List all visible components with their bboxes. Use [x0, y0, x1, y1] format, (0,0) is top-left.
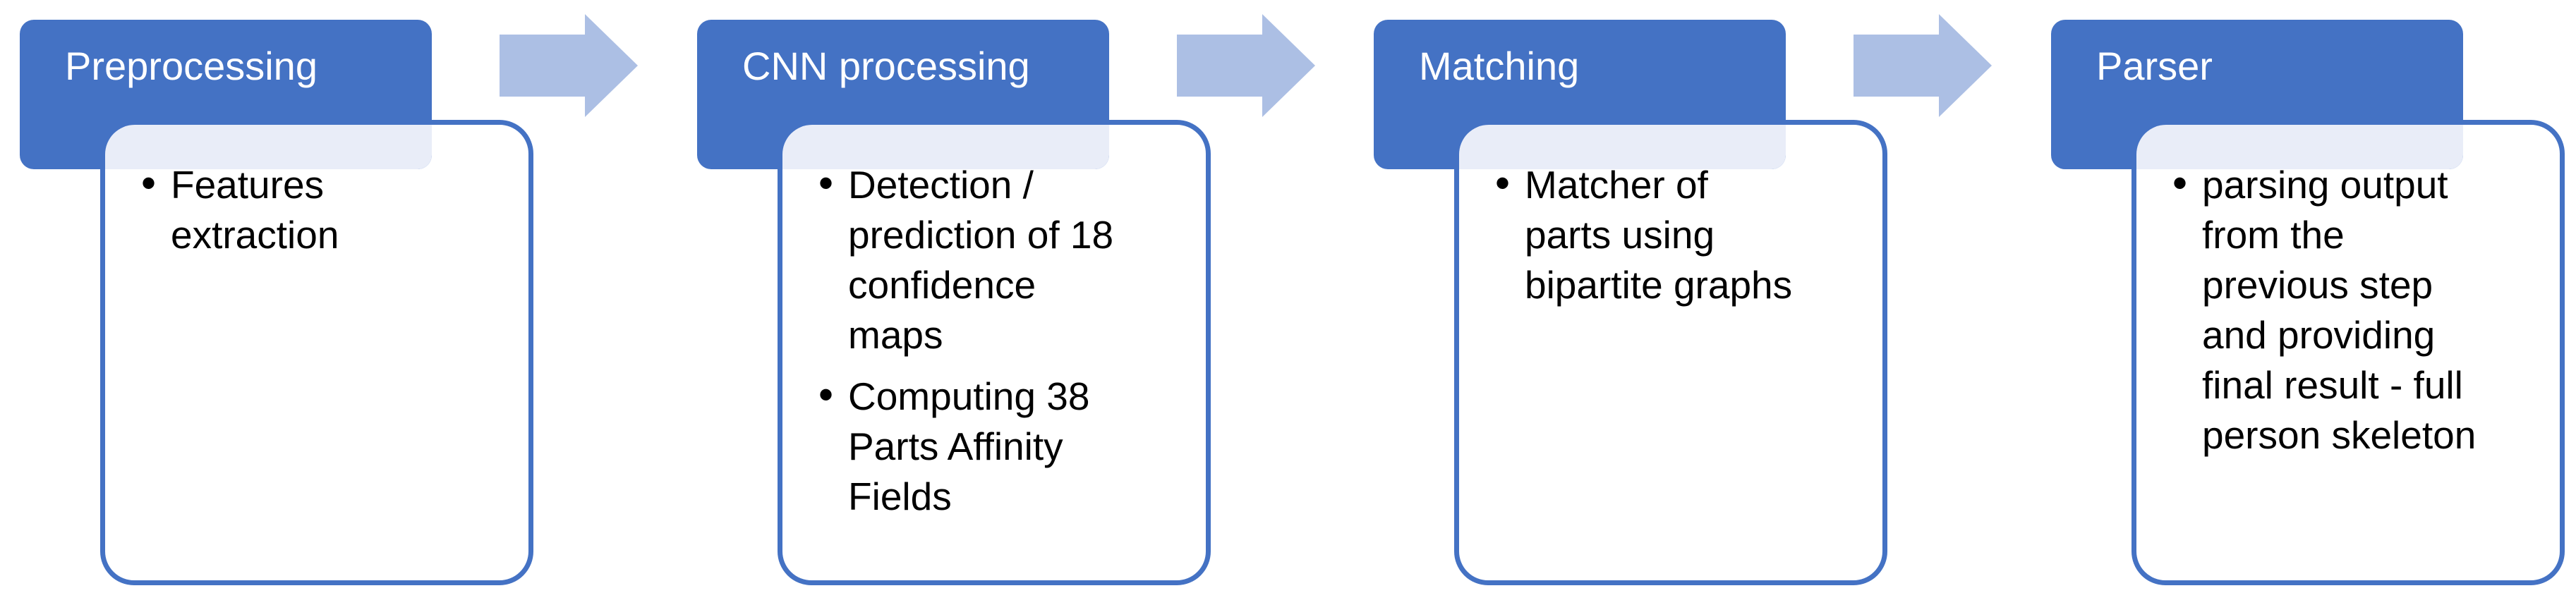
stage-cnn-processing: CNN processing • Detection / prediction o…: [697, 0, 1211, 593]
stage-matching: Matching • Matcher of parts using biparti…: [1374, 0, 1887, 593]
header-band: [105, 125, 432, 169]
header-band: [1459, 125, 1786, 169]
bullet-dot-icon: •: [818, 371, 834, 418]
bullet-dot-icon: •: [1495, 159, 1511, 207]
bullet-text: parsing output from the previous step an…: [2202, 163, 2477, 457]
content-box: [100, 120, 533, 585]
bullet-text: Matcher of parts using bipartite graphs: [1525, 163, 1793, 307]
bullet-item: • Matcher of parts using bipartite graphs: [1495, 159, 1841, 310]
bullet-list: • Matcher of parts using bipartite graphs: [1495, 159, 1841, 310]
bullet-text: Detection / prediction of 18 confidence …: [848, 163, 1114, 357]
bullet-list: • Detection / prediction of 18 confidence…: [818, 159, 1164, 522]
arrow-right-icon: [1854, 14, 1992, 117]
content-box: [2131, 120, 2565, 585]
bullet-dot-icon: •: [818, 159, 834, 207]
bullet-text: Computing 38 Parts Affinity Fields: [848, 374, 1090, 518]
arrow-right-icon: [500, 14, 638, 117]
bullet-item: • Computing 38 Parts Affinity Fields: [818, 371, 1164, 522]
stage-title: CNN processing: [742, 44, 1030, 88]
bullet-item: • Features extraction: [141, 159, 487, 260]
bullet-item: • parsing output from the previous step a…: [2172, 159, 2518, 460]
stage-title: Matching: [1419, 44, 1580, 88]
bullet-list: • Features extraction: [141, 159, 487, 260]
bullet-dot-icon: •: [141, 159, 157, 207]
header-band: [2136, 125, 2463, 169]
stage-title: Parser: [2096, 44, 2213, 88]
content-box: [1454, 120, 1887, 585]
bullet-text: Features extraction: [171, 163, 339, 257]
stage-title: Preprocessing: [65, 44, 318, 88]
bullet-dot-icon: •: [2172, 159, 2188, 207]
header-band: [782, 125, 1109, 169]
bullet-item: • Detection / prediction of 18 confidence…: [818, 159, 1164, 360]
stage-preprocessing: Preprocessing • Features extraction: [20, 0, 533, 593]
stage-parser: Parser • parsing output from the previous…: [2051, 0, 2565, 593]
arrow-right-icon: [1177, 14, 1315, 117]
bullet-list: • parsing output from the previous step a…: [2172, 159, 2518, 460]
